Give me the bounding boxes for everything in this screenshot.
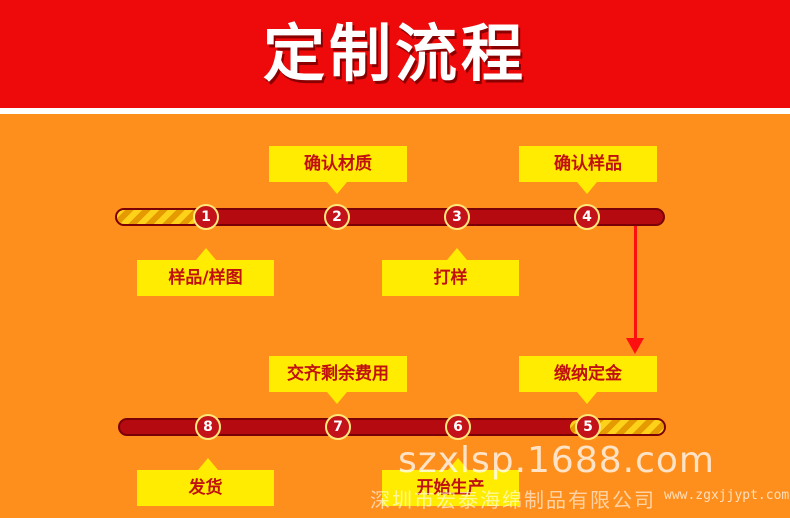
step-8-label: 发货	[137, 470, 274, 506]
step-7-node: 7	[325, 414, 351, 440]
page-title: 定制流程	[262, 17, 527, 90]
header-banner: 定制流程	[0, 0, 790, 108]
step-2-node: 2	[324, 204, 350, 230]
step-8-pointer	[198, 458, 218, 470]
step-3-label: 打样	[382, 260, 519, 296]
step-3-pointer	[447, 248, 467, 260]
watermark-site: www.zgxjjypt.com	[664, 488, 790, 503]
timeline-progress-stripe	[117, 210, 199, 224]
step-5-node: 5	[575, 414, 601, 440]
connector-arrow-head-icon	[626, 338, 644, 354]
watermark-company: 深圳市宏泰海绵制品有限公司	[370, 488, 656, 512]
watermark-url: szxlsp.1688.com	[398, 440, 715, 481]
step-6-pointer	[448, 458, 468, 470]
step-2-pointer	[327, 182, 347, 194]
step-5-pointer	[577, 392, 597, 404]
step-1-label: 样品/样图	[137, 260, 274, 296]
step-2-label: 确认材质	[269, 146, 407, 182]
step-5-label: 缴纳定金	[519, 356, 657, 392]
step-7-label: 交齐剩余费用	[269, 356, 407, 392]
step-8-node: 8	[195, 414, 221, 440]
connector-arrow-line	[634, 226, 637, 344]
step-1-pointer	[196, 248, 216, 260]
step-4-node: 4	[574, 204, 600, 230]
step-1-node: 1	[193, 204, 219, 230]
step-4-label: 确认样品	[519, 146, 657, 182]
timeline-top	[115, 208, 665, 226]
step-4-pointer	[577, 182, 597, 194]
step-6-node: 6	[445, 414, 471, 440]
step-3-node: 3	[444, 204, 470, 230]
step-7-pointer	[327, 392, 347, 404]
step-6-label: 开始生产	[382, 470, 519, 506]
